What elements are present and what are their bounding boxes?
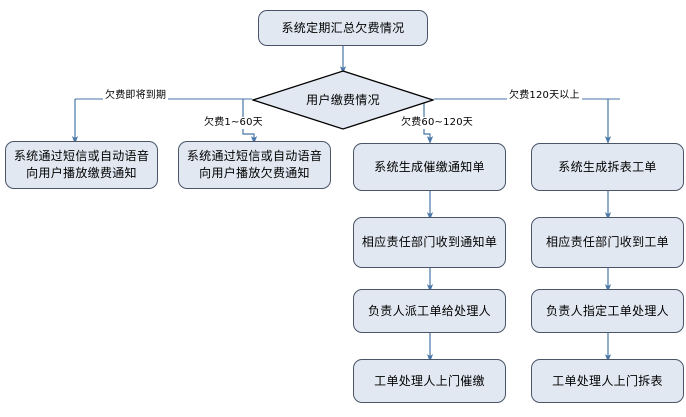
node-start[interactable]: 系统定期汇总欠费情况 [258,10,428,46]
node-col3-onsite-dunning-label: 工单处理人上门催缴 [374,373,485,388]
node-col3-department-receives-notice[interactable]: 相应责任部门收到通知单 [353,217,506,268]
node-start-label: 系统定期汇总欠费情况 [281,20,405,35]
node-col1-sms-payment-notice[interactable]: 系统通过短信或自动语音向用户播放缴费通知 [5,141,158,189]
node-col3-onsite-dunning[interactable]: 工单处理人上门催缴 [353,359,506,403]
node-col3-generate-dunning-notice[interactable]: 系统生成催缴通知单 [353,143,506,191]
edge-label-branch2: 欠费1~60天 [202,117,265,129]
node-col4-department-receives-order-label: 相应责任部门收到工单 [545,235,669,249]
node-decision[interactable]: 用户缴费情况 [252,70,434,130]
node-col3-assign-work-order-label: 负责人派工单给处理人 [367,303,491,318]
node-col2-sms-arrears-notice-label: 系统通过短信或自动语音向用户播放欠费通知 [186,149,323,180]
node-col4-onsite-meter-removal-label: 工单处理人上门拆表 [552,373,663,388]
node-col4-designate-handler[interactable]: 负责人指定工单处理人 [531,289,684,333]
edge-label-branch4-text: 欠费120天以上 [509,90,580,101]
diamond-shape-icon [252,70,434,130]
edge-label-branch4: 欠费120天以上 [507,90,582,102]
node-col3-generate-dunning-notice-label: 系统生成催缴通知单 [374,159,485,174]
node-col4-designate-handler-label: 负责人指定工单处理人 [545,303,669,318]
node-col4-onsite-meter-removal[interactable]: 工单处理人上门拆表 [531,359,684,403]
edge-label-branch1-text: 欠费即将到期 [105,90,167,101]
node-col4-department-receives-order[interactable]: 相应责任部门收到工单 [531,217,684,268]
node-col3-department-receives-notice-label: 相应责任部门收到通知单 [361,235,498,249]
edge-label-branch2-text: 欠费1~60天 [204,117,263,128]
node-col2-sms-arrears-notice[interactable]: 系统通过短信或自动语音向用户播放欠费通知 [178,141,331,189]
node-col4-generate-meter-removal-order-label: 系统生成拆表工单 [558,159,657,174]
edge-label-branch1: 欠费即将到期 [103,90,169,102]
node-col3-assign-work-order[interactable]: 负责人派工单给处理人 [353,289,506,333]
node-col4-generate-meter-removal-order[interactable]: 系统生成拆表工单 [531,143,684,191]
node-col1-sms-payment-notice-label: 系统通过短信或自动语音向用户播放缴费通知 [13,149,150,180]
edge-label-branch3-text: 欠费60~120天 [401,117,473,128]
node-decision-label: 用户缴费情况 [306,92,380,107]
edge-label-branch3: 欠费60~120天 [399,117,475,129]
